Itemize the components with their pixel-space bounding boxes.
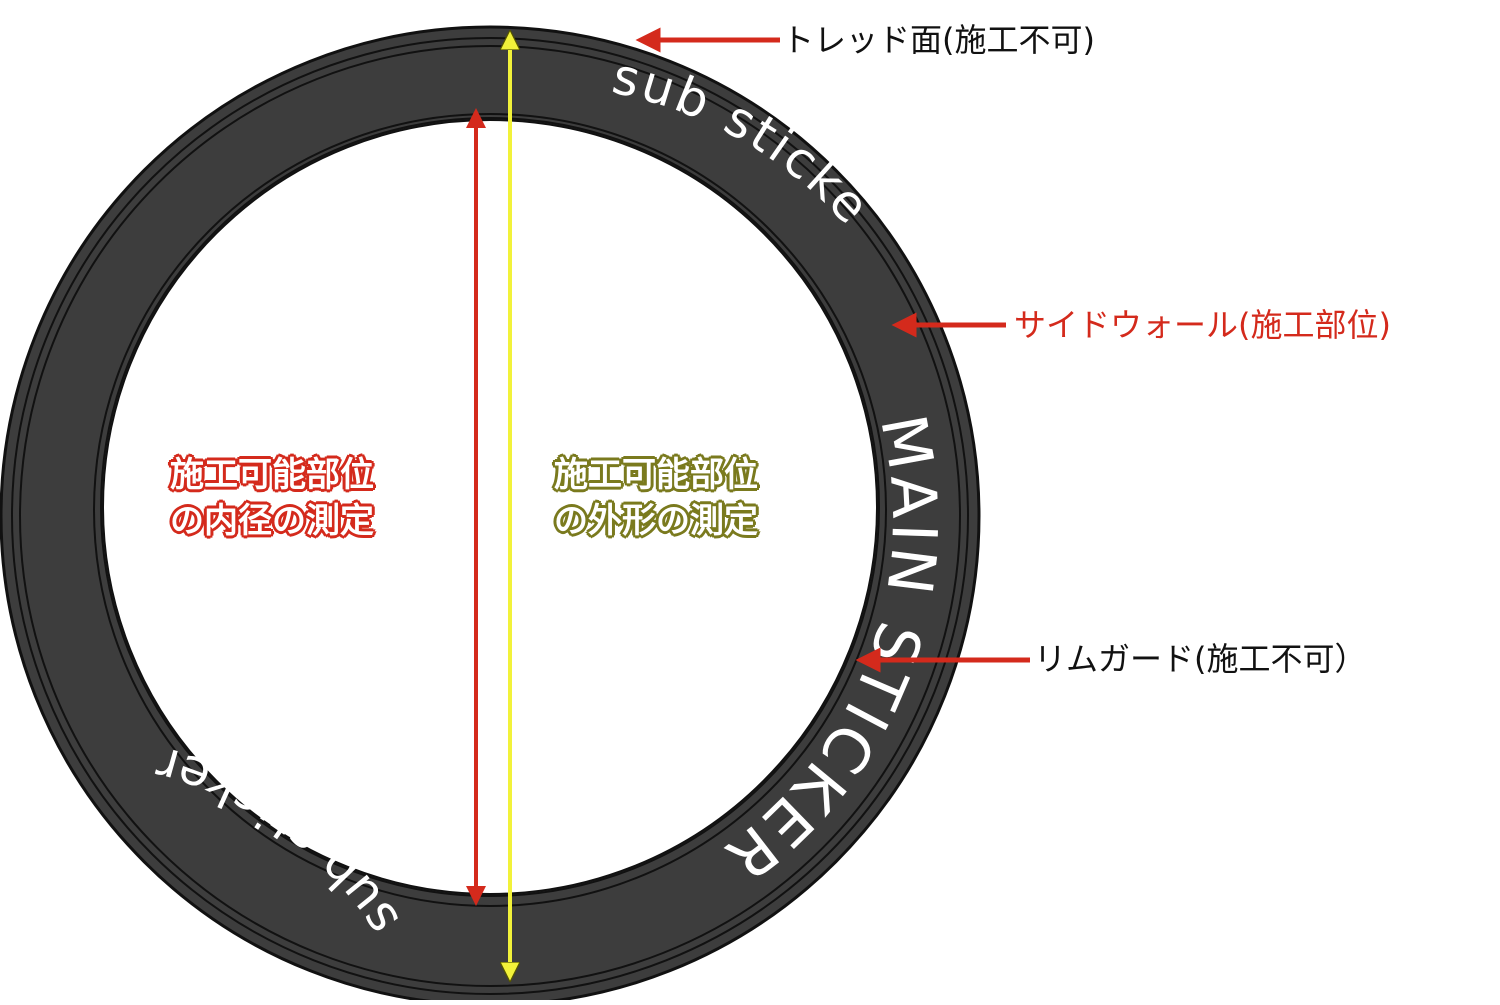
sidewall-label: サイドウォール(施工部位) <box>1014 306 1391 344</box>
tread-edge-line <box>11 37 969 995</box>
rim-guard-label: リムガード(施工不可） <box>1034 640 1367 678</box>
tread-label: トレッド面(施工不可) <box>782 21 1095 59</box>
rim-guard-inner-line <box>100 117 880 897</box>
inner-diameter-label-line2: の内径の測定 <box>170 501 374 541</box>
outer-diameter-label: 施工可能部位 の外形の測定 <box>554 452 758 544</box>
outer-diameter-label-line1: 施工可能部位 <box>554 455 758 495</box>
tire-bore <box>102 119 878 895</box>
inner-diameter-label: 施工可能部位 の内径の測定 <box>170 452 374 544</box>
outer-diameter-label-line2: の外形の測定 <box>554 501 758 541</box>
inner-diameter-label-line1: 施工可能部位 <box>170 455 374 495</box>
sidewall-outer-line <box>19 45 961 987</box>
